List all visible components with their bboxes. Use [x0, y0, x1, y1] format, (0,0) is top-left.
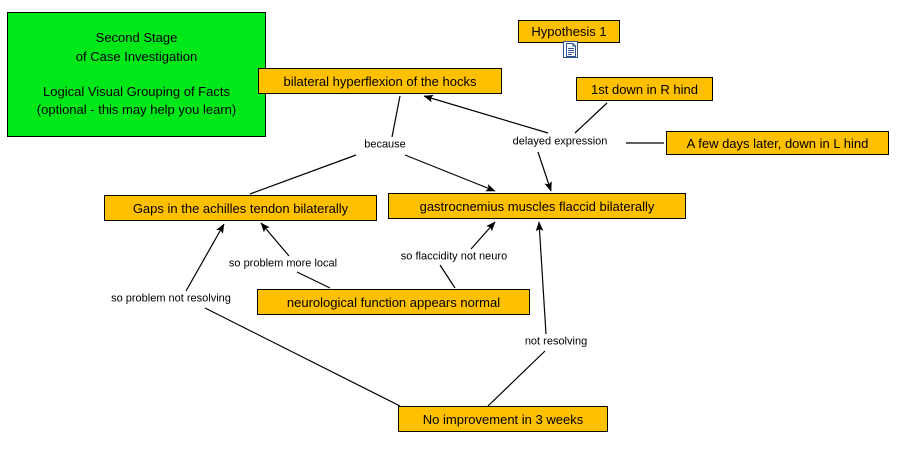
edge-because-to-hyperflexion[interactable]	[391, 95, 401, 138]
link-label-so_flaccidity_not_neuro[interactable]: so flaccidity not neuro	[400, 250, 508, 263]
node-no_improvement[interactable]: No improvement in 3 weeks	[398, 406, 608, 432]
node-achilles_gaps[interactable]: Gaps in the achilles tendon bilaterally	[104, 195, 377, 221]
node-label: bilateral hyperflexion of the hocks	[283, 73, 477, 89]
node-label: neurological function appears normal	[286, 294, 501, 310]
node-label: A few days later, down in L hind	[686, 135, 869, 151]
link-label-not_resolving[interactable]: not resolving	[524, 335, 588, 348]
edge-noimprove-to-notresolving2[interactable]	[487, 350, 546, 407]
link-label-so_problem_not_resolving[interactable]: so problem not resolving	[111, 292, 231, 305]
link-label-so_problem_more_local[interactable]: so problem more local	[228, 257, 338, 270]
link-label-delayed_expression[interactable]: delayed expression	[512, 135, 608, 148]
edge-delayed-to-gastrocnemius[interactable]	[537, 151, 552, 192]
edge-morelocal-to-achilles[interactable]	[260, 222, 290, 257]
group-title-line-2: of Case Investigation	[75, 48, 198, 64]
node-label: Hypothesis 1	[531, 24, 607, 39]
group-box-second-stage[interactable]: Second Stage of Case Investigation Logic…	[7, 12, 266, 137]
group-sub-line-1: Logical Visual Grouping of Facts	[43, 83, 230, 99]
node-hyperflexion[interactable]: bilateral hyperflexion of the hocks	[258, 68, 502, 94]
document-icon[interactable]	[563, 41, 578, 58]
edge-notresolving-to-achilles[interactable]	[185, 223, 225, 292]
edge-delayed-to-hyperflexion[interactable]	[423, 94, 549, 134]
edge-notresolving2-to-gastrocnemius[interactable]	[535, 221, 547, 335]
edge-neuro-to-morelocal[interactable]	[296, 271, 331, 289]
node-label: 1st down in R hind	[591, 81, 698, 97]
node-down_r_hind[interactable]: 1st down in R hind	[576, 77, 713, 101]
edge-because-to-gastrocnemius[interactable]	[404, 154, 496, 192]
node-label: Gaps in the achilles tendon bilaterally	[132, 200, 349, 216]
node-gastrocnemius[interactable]: gastrocnemius muscles flaccid bilaterall…	[388, 193, 686, 219]
edge-achilles-to-because[interactable]	[249, 154, 357, 195]
group-box-text: Second Stage of Case Investigation Logic…	[8, 13, 265, 136]
node-neuro_normal[interactable]: neurological function appears normal	[257, 289, 530, 315]
group-box-subtitle: Logical Visual Grouping of Facts (option…	[37, 83, 236, 121]
group-title-line-1: Second Stage	[95, 29, 178, 45]
node-down_l_hind[interactable]: A few days later, down in L hind	[666, 131, 889, 155]
node-label: gastrocnemius muscles flaccid bilaterall…	[419, 198, 655, 214]
group-sub-line-2: (optional - this may help you learn)	[36, 102, 237, 118]
link-label-because[interactable]: because	[364, 138, 406, 151]
node-hypothesis1[interactable]: Hypothesis 1	[518, 20, 620, 43]
edge-noimprove-to-notresolvingleft[interactable]	[204, 307, 401, 407]
edge-neuro-to-flaccidity[interactable]	[439, 264, 456, 289]
node-label: No improvement in 3 weeks	[422, 411, 584, 427]
group-box-title: Second Stage of Case Investigation	[76, 29, 197, 67]
edge-flaccidity-to-gastrocnemius[interactable]	[470, 221, 496, 250]
edge-downR-to-delayed[interactable]	[574, 102, 608, 134]
